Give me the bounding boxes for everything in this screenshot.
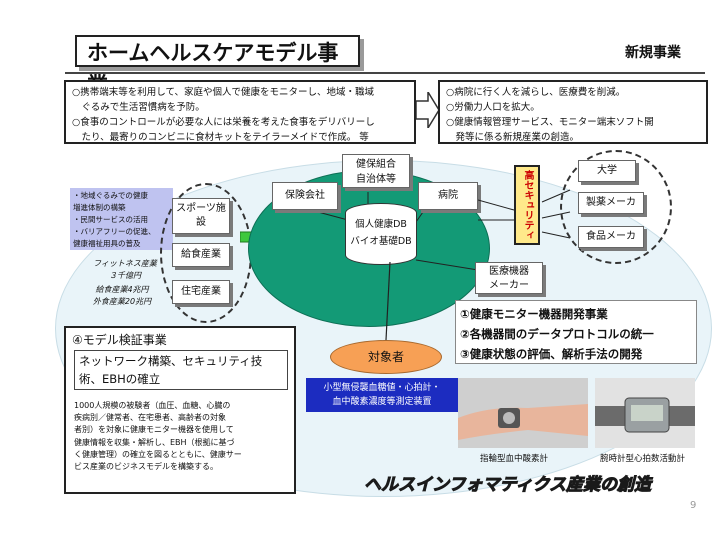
policy-note: ・地域ぐるみでの健康 増進体制の構築 ・民間サービスの活用 ・バリアフリーの促進… [70,188,173,250]
approach-box: ○携帯端末等を利用して、家庭や個人で健康をモニターし、地域・職域 ぐるみで生活習… [64,80,416,144]
wrist-heart-monitor-photo [595,378,695,448]
target-subject: 対象者 [330,340,442,374]
ring-caption: 指輪型血中酸素計 [480,454,549,464]
benefits-box: ○病院に行く人を減らし、医療費を削減。 ○労働力人口を拡大。 ○健康情報管理サー… [438,80,708,144]
new-business-tag: 新規事業 [625,45,681,61]
model-verification-box: ④モデル検証事業 ネットワーク構築、セキュリティ技術、EBHの確立 1000人規… [64,326,296,494]
health-union-box: 健保組合 自治体等 [342,154,410,188]
university-box: 大学 [578,160,636,182]
device-line: 小型無侵襲血糖値・心拍計・ [323,383,441,393]
benefit-line: ○病院に行く人を減らし、医療費を削減。 [446,87,626,98]
insurance-company-box: 保険会社 [272,182,338,210]
partners-group [560,150,672,264]
ring-oximeter-photo [458,378,588,448]
model-body-line: 疾病別／健常者、在宅患者、高齢者の対象 [74,413,226,423]
hub-to-target-line [385,262,391,341]
device-line: 血中酸素濃度等測定装置 [332,397,432,407]
personal-health-db: 個人健康DB [355,219,407,230]
policy-line: 増進体制の構築 [73,203,126,212]
hub-connector-lines [317,192,479,271]
device-maker-line: メーカー [489,280,529,291]
approach-line: ○携帯端末等を利用して、家庭や個人で健康をモニターし、地域・職域 [72,87,375,98]
page-title: ホームヘルスケアモデル事業 [75,35,360,97]
approach-line: たり、最寄りのコンビニに食材キットをテイラーメイドで作成。 等 [72,132,369,143]
model-heading: ④モデル検証事業 [72,333,167,347]
high-security-label: 高セキュリティ [514,165,540,245]
slogan: ヘルスインフォマティクス産業の創造 [364,475,652,496]
approach-line: ○食事のコントロールが必要な人には栄養を考えた食事をデリバリーし [72,117,375,128]
pharma-maker-box: 製薬メーカ [578,192,644,214]
model-body-line: ビス産業のビジネスモデルを構築する。 [74,462,218,472]
hospital-box: 病院 [418,182,478,210]
device-maker-line: 医療機器 [489,266,529,277]
fitness-note-line: ３千億円 [109,271,141,280]
policy-line: ・民間サービスの活用 [73,215,148,224]
approach-line: ぐるみで生活習慣病を予防。 [72,102,205,113]
watch-caption: 腕時計型心拍数活動計 [600,454,686,464]
food-note-line: 外食産業20兆円 [92,297,152,306]
page-number: 9 [690,500,697,511]
device-maker-box: 医療機器 メーカー [475,262,543,294]
model-body-line: 1000人規模の被験者（血圧、血糖、心臓の [74,401,231,410]
projects-box: ①健康モニター機器開発事業 ②各機器間のデータプロトコルの統一 ③健康状態の評価… [455,300,697,364]
food-note-line: 給食産業4兆円 [95,285,149,294]
model-body-line: く健康管理）の確立を図るとともに、健康サー [74,449,242,459]
model-body-line: 健康情報を収集・解析し、EBH（根拠に基づ [74,437,235,447]
food-market-note: 給食産業4兆円 外食産業20兆円 [82,284,162,308]
fitness-note-line: フィットネス産業 [93,259,157,268]
health-union-line: 健保組合 [356,159,396,170]
benefit-line: ○健康情報管理サービス、モニター端末ソフト開 [446,117,654,128]
benefit-line: 発等に係る新規産業の創造。 [446,132,580,143]
project-item: ③健康状態の評価、解析手法の開発 [460,347,643,361]
health-union-line: 自治体等 [356,174,396,185]
policy-line: 健康福祉用具の普及 [73,239,141,248]
sports-facility-box: スポーツ施設 [172,198,230,234]
fitness-market-note: フィットネス産業 ３千億円 [90,258,160,282]
measurement-device-box: 小型無侵襲血糖値・心拍計・ 血中酸素濃度等測定装置 [306,378,458,412]
right-arrow-icon [416,92,440,128]
title-divider [65,72,705,74]
project-item: ①健康モニター機器開発事業 [460,307,608,321]
model-body-line: 者別）を対象に健康モニター機器を使用して [74,425,234,435]
model-subtitle: ネットワーク構築、セキュリティ技術、EBHの確立 [74,350,288,390]
policy-line: ・バリアフリーの促進、 [73,227,156,236]
housing-industry-box: 住宅産業 [172,280,230,304]
meal-industry-box: 給食産業 [172,243,230,267]
bio-base-db: バイオ基礎DB [350,236,412,247]
model-body: 1000人規模の被験者（血圧、血糖、心臓の 疾病別／健常者、在宅患者、高齢者の対… [74,400,290,473]
benefit-line: ○労働力人口を拡大。 [446,102,540,113]
database-cylinder: 個人健康DB バイオ基礎DB [345,203,417,265]
project-item: ②各機器間のデータプロトコルの統一 [460,327,654,341]
policy-line: ・地域ぐるみでの健康 [73,191,148,200]
food-maker-box: 食品メーカ [578,226,644,248]
